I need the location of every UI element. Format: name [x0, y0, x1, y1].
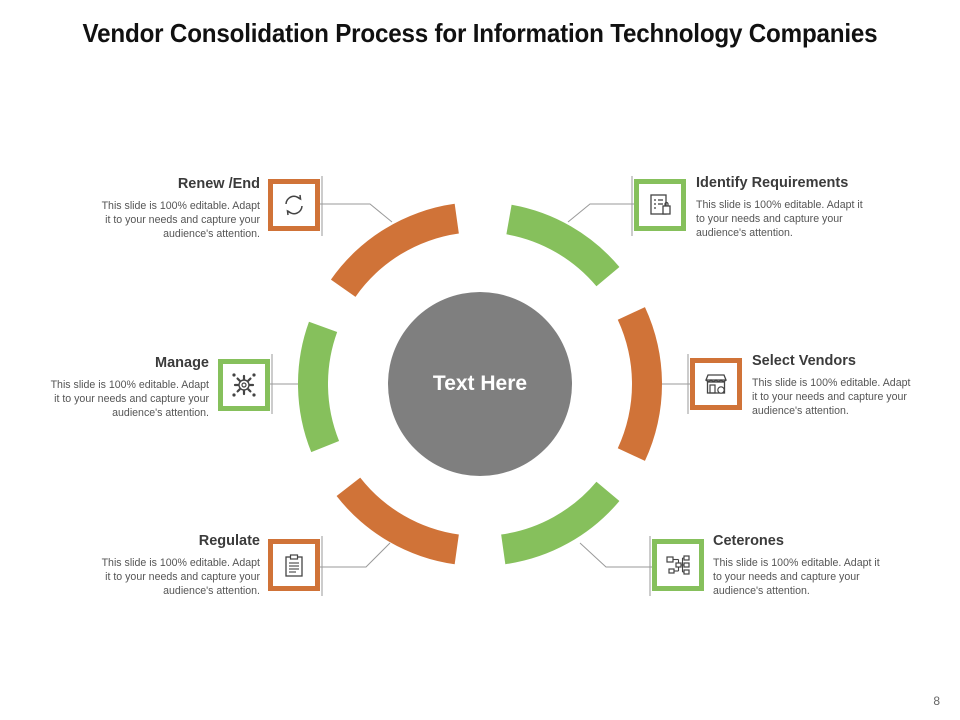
storefront-icon	[705, 374, 727, 394]
step-description: This slide is 100% editable. Adapt it to…	[101, 200, 260, 240]
ring-segment-select	[617, 307, 663, 461]
step-title: Identify Requirements	[696, 175, 849, 191]
page-title: Vendor Consolidation Process for Informa…	[82, 18, 878, 48]
step-description: This slide is 100% editable. Adapt it to…	[50, 379, 209, 419]
step-description: This slide is 100% editable. Adapt it to…	[696, 199, 863, 239]
ring-segment-ceterones	[501, 481, 620, 565]
step-title: Manage	[155, 355, 209, 371]
connector-renew	[320, 203, 393, 223]
step-title: Ceterones	[713, 533, 784, 549]
refresh-icon	[285, 194, 303, 216]
step-ceterones: Ceterones This slide is 100% editable. A…	[713, 533, 928, 598]
step-title: Regulate	[198, 533, 260, 549]
cycle-ring	[298, 203, 663, 565]
checklist-icon	[650, 194, 671, 215]
step-select: Select Vendors This slide is 100% editab…	[752, 353, 960, 418]
step-icon-box-regulate[interactable]	[268, 539, 320, 591]
ring-segment-manage	[298, 321, 340, 453]
step-icon-box-renew[interactable]	[268, 179, 320, 231]
gear-cluster-icon	[232, 373, 256, 397]
ring-segment-renew	[330, 203, 459, 297]
step-description: This slide is 100% editable. Adapt it to…	[101, 557, 260, 597]
step-renew: Renew /End This slide is 100% editable. …	[45, 176, 260, 241]
center-label: Text Here	[432, 372, 528, 395]
step-identify: Identify Requirements This slide is 100%…	[696, 175, 911, 240]
connector-identify	[567, 203, 634, 223]
step-description: This slide is 100% editable. Adapt it to…	[713, 557, 880, 597]
step-regulate: Regulate This slide is 100% editable. Ad…	[45, 533, 260, 598]
step-description: This slide is 100% editable. Adapt it to…	[752, 377, 911, 417]
step-icon-box-identify[interactable]	[634, 179, 686, 231]
connector-lines	[270, 176, 690, 596]
clipboard-icon	[285, 554, 303, 577]
network-diagram-icon	[666, 555, 690, 575]
ring-segment-identify	[506, 204, 620, 287]
step-icon-box-select[interactable]	[690, 358, 742, 410]
step-icon-box-ceterones[interactable]	[652, 539, 704, 591]
step-icon-box-manage[interactable]	[218, 359, 270, 411]
connector-ceterones	[579, 542, 652, 568]
connector-regulate	[320, 542, 391, 568]
center-circle	[388, 292, 572, 476]
page-number: 8	[933, 694, 940, 708]
step-title: Select Vendors	[752, 353, 856, 369]
step-title: Renew /End	[177, 176, 260, 192]
ring-segment-regulate	[336, 477, 459, 565]
step-manage: Manage This slide is 100% editable. Adap…	[0, 355, 209, 420]
